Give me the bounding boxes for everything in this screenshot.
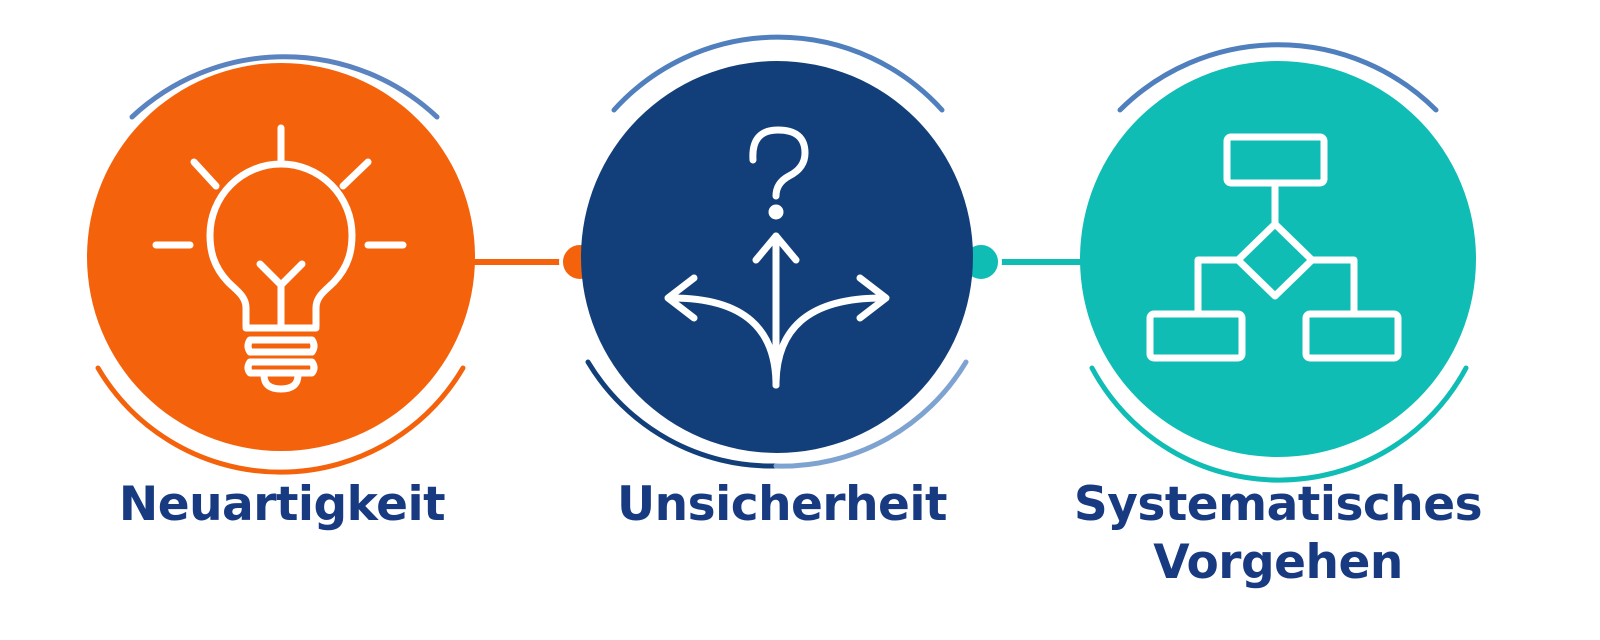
step-2-node [581, 34, 973, 469]
step-2-label: Unsicherheit [562, 476, 1002, 534]
flowchart-icon [1146, 133, 1402, 362]
step-1-label: Neuartigkeit [62, 476, 502, 534]
step-2-bottom-arc-light [773, 359, 969, 469]
step-3-bottom-arc [1089, 365, 1469, 483]
step-3-label-line-1: Systematisches [1073, 477, 1483, 532]
lightbulb-icon [152, 124, 407, 393]
step-2-bottom-arc-dark [585, 359, 779, 469]
step-1-bottom-arc [95, 365, 466, 475]
step-3-label: Systematisches Vorgehen [1058, 476, 1498, 592]
step-3-node [1080, 42, 1476, 483]
step-1-circle [87, 63, 475, 451]
step-1-node [87, 54, 475, 475]
step-3-circle [1080, 61, 1476, 457]
step-1-label-line-1: Neuartigkeit [118, 477, 446, 532]
step-2-label-line-1: Unsicherheit [617, 477, 948, 532]
step-1-top-arc [129, 54, 440, 120]
step-3-top-arc [1117, 42, 1439, 113]
step-3-label-line-2: Vorgehen [1153, 535, 1403, 590]
question-crossroads-icon [664, 126, 890, 389]
step-2-top-arc [611, 34, 945, 113]
